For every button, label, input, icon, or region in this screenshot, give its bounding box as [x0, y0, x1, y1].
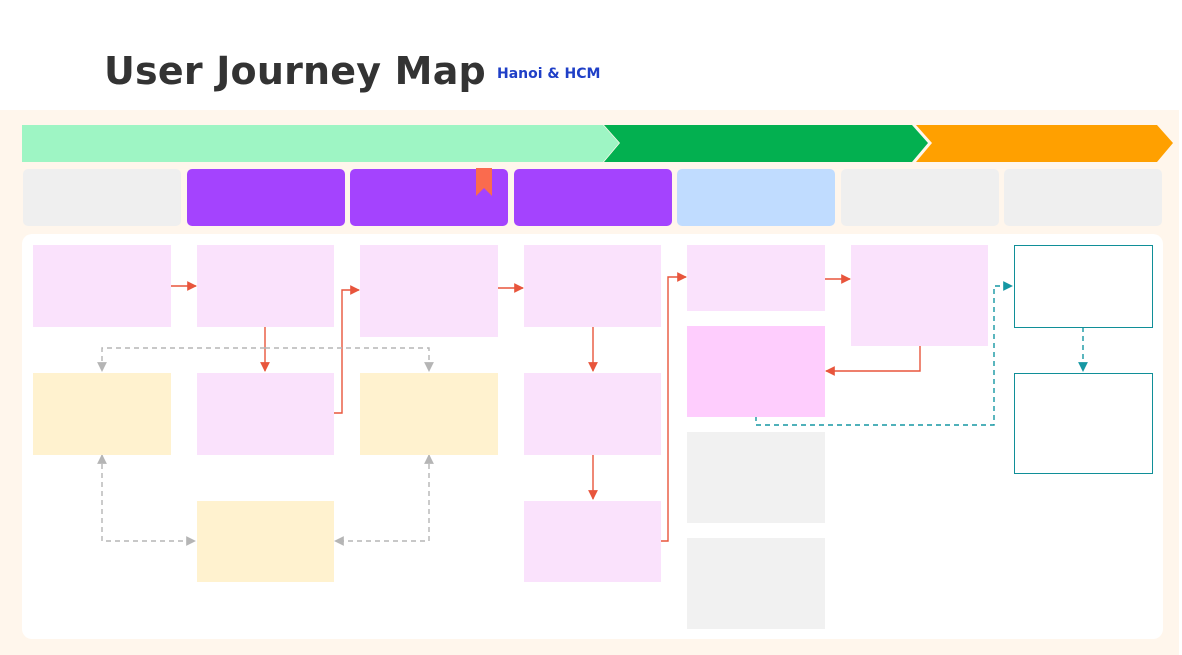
note-c3-r2[interactable] [360, 373, 498, 455]
note-c3-r1[interactable] [360, 245, 498, 337]
page-subtitle: Hanoi & HCM [497, 66, 601, 82]
note-c2-r1[interactable] [197, 245, 334, 327]
note-c6-r1[interactable] [851, 245, 988, 346]
connector-c2r1-c3r2 [265, 347, 434, 372]
stage-2-chevron[interactable] [604, 125, 928, 162]
note-c4-r3[interactable] [524, 501, 661, 582]
note-c7-r2[interactable] [1014, 373, 1153, 474]
stage-1-chevron[interactable] [22, 125, 619, 162]
header-cell-1[interactable] [23, 169, 181, 226]
note-c1-r1[interactable] [33, 245, 171, 327]
note-c7-r1[interactable] [1014, 245, 1153, 328]
connector-c3r2-c2r3 [334, 454, 434, 546]
note-c5-r2[interactable] [687, 326, 825, 417]
connector-c6r1-c5r2 [825, 346, 921, 376]
journey-canvas [22, 234, 1163, 639]
note-c5-r3[interactable] [687, 432, 825, 523]
note-c5-r4[interactable] [687, 538, 825, 629]
stage-arrow-band [22, 125, 1173, 162]
header-cell-7[interactable] [1004, 169, 1162, 226]
note-c1-r2[interactable] [33, 373, 171, 455]
header-cell-5[interactable] [677, 169, 835, 226]
note-c4-r2[interactable] [524, 373, 661, 455]
connector-layer [97, 272, 1088, 546]
note-c5-r1[interactable] [687, 245, 825, 311]
note-c2-r3[interactable] [197, 501, 334, 582]
connector-c5r2-c7r1 [755, 281, 1013, 426]
note-c2-r2[interactable] [197, 373, 334, 455]
bookmark-icon [476, 168, 492, 196]
header-cell-2[interactable] [187, 169, 345, 226]
page-title: User Journey Map [104, 49, 486, 93]
note-c4-r1[interactable] [524, 245, 661, 327]
journey-board [0, 110, 1179, 655]
stage-3-chevron[interactable] [916, 125, 1173, 162]
header-cell-6[interactable] [841, 169, 999, 226]
connector-c4r3-c5r1 [661, 272, 687, 542]
connector-c1r2-c2r3 [97, 454, 196, 546]
connector-c2r2-c3r1 [334, 285, 360, 414]
connector-c2r1-c1r2 [97, 347, 265, 372]
header-cell-4[interactable] [514, 169, 672, 226]
